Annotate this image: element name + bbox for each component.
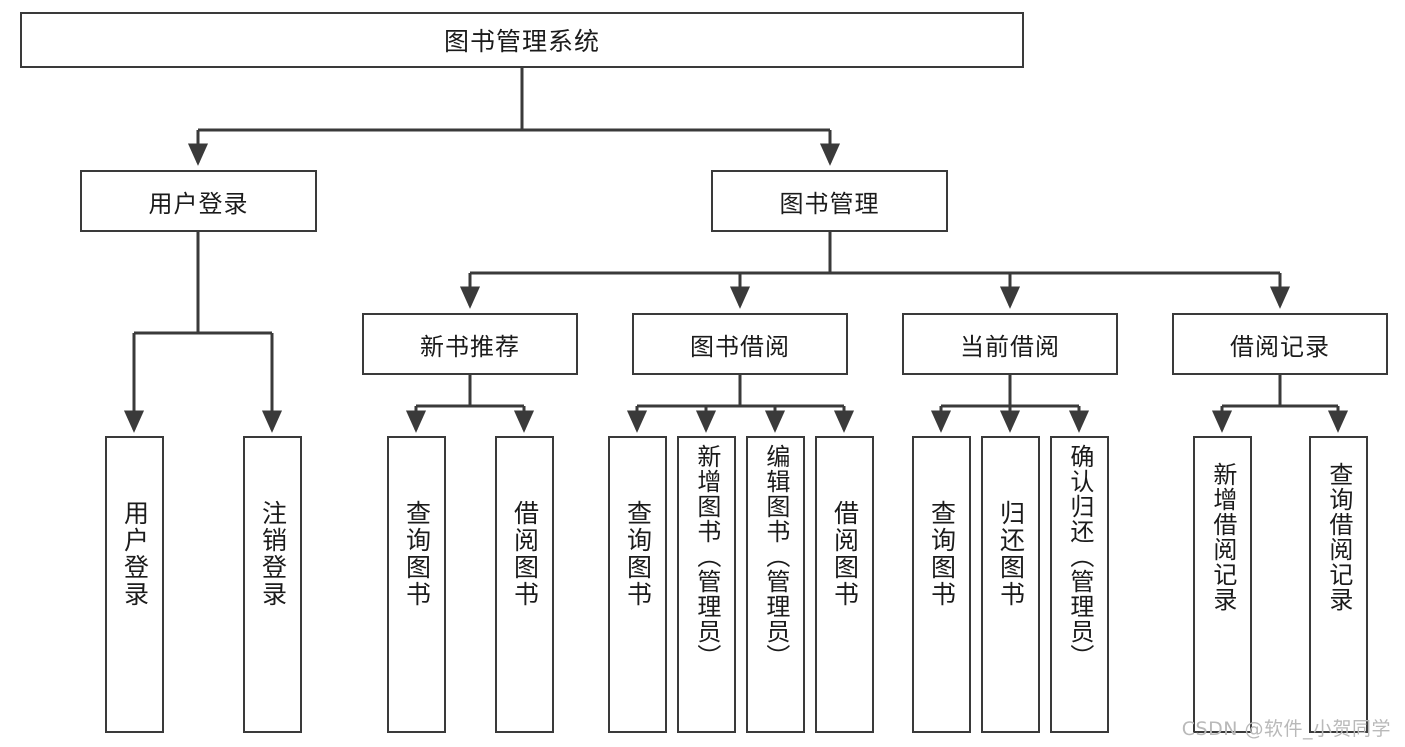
node-label: 用户登录: [148, 189, 249, 218]
node-book-borrow[interactable]: 图书借阅: [632, 313, 848, 375]
node-label: 归还图书: [996, 500, 1026, 608]
node-borrow-record[interactable]: 借阅记录: [1172, 313, 1388, 375]
node-leaf-query-book-3[interactable]: 查询图书: [912, 436, 971, 733]
node-label: 用户登录: [120, 500, 150, 608]
node-label: 图书管理系统: [443, 27, 600, 56]
node-label: 查询借阅记录: [1324, 462, 1353, 612]
node-leaf-user-login[interactable]: 用户登录: [105, 436, 164, 733]
node-leaf-add-record[interactable]: 新增借阅记录: [1193, 436, 1252, 733]
node-new-book-rec[interactable]: 新书推荐: [362, 313, 578, 375]
watermark-text: CSDN @软件_小贺同学: [1181, 718, 1391, 740]
node-leaf-query-book-1[interactable]: 查询图书: [387, 436, 446, 733]
node-label: 图书借阅: [690, 332, 790, 361]
node-label: 查询图书: [623, 500, 653, 608]
node-label: 借阅记录: [1230, 332, 1330, 361]
node-user-login[interactable]: 用户登录: [80, 170, 317, 232]
node-leaf-confirm-return[interactable]: 确认归还（管理员）: [1050, 436, 1109, 733]
node-leaf-edit-book[interactable]: 编辑图书（管理员）: [746, 436, 805, 733]
node-label: 确认归还（管理员）: [1065, 444, 1094, 669]
node-label: 注销登录: [258, 500, 288, 608]
node-label: 查询图书: [927, 500, 957, 608]
node-leaf-query-record[interactable]: 查询借阅记录: [1309, 436, 1368, 733]
node-leaf-borrow-book-2[interactable]: 借阅图书: [815, 436, 874, 733]
node-label: 借阅图书: [510, 500, 540, 608]
node-root-system[interactable]: 图书管理系统: [20, 12, 1024, 68]
node-leaf-query-book-2[interactable]: 查询图书: [608, 436, 667, 733]
node-current-borrow[interactable]: 当前借阅: [902, 313, 1118, 375]
node-label: 新书推荐: [420, 332, 520, 361]
node-book-manage[interactable]: 图书管理: [711, 170, 948, 232]
node-leaf-add-book[interactable]: 新增图书（管理员）: [677, 436, 736, 733]
node-leaf-logout[interactable]: 注销登录: [243, 436, 302, 733]
node-label: 新增借阅记录: [1208, 462, 1237, 612]
node-label: 新增图书（管理员）: [692, 444, 721, 669]
node-leaf-return-book[interactable]: 归还图书: [981, 436, 1040, 733]
node-label: 当前借阅: [960, 332, 1060, 361]
node-label: 图书管理: [779, 189, 880, 218]
node-leaf-borrow-book-1[interactable]: 借阅图书: [495, 436, 554, 733]
node-label: 查询图书: [402, 500, 432, 608]
node-label: 借阅图书: [830, 500, 860, 608]
node-label: 编辑图书（管理员）: [761, 444, 790, 669]
